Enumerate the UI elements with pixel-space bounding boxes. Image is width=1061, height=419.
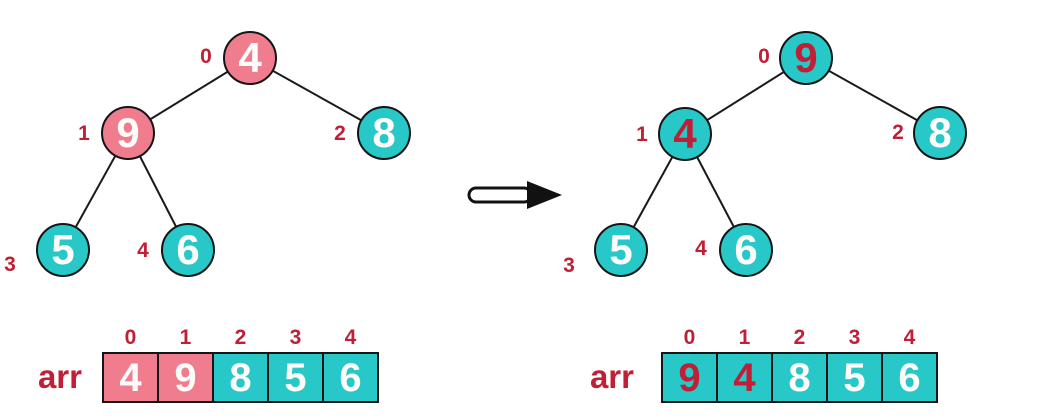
tree-node-value: 6: [734, 226, 758, 273]
array-cell-value: 9: [174, 355, 197, 400]
node-index-label: 4: [137, 239, 149, 262]
array-before: 4 9 8 5 6: [102, 352, 379, 403]
node-index-label: 3: [563, 254, 575, 277]
tree-node-value: 4: [238, 34, 262, 81]
array-index-label: 3: [848, 326, 861, 349]
node-index-label: 2: [334, 122, 346, 145]
array-index-label: 4: [344, 326, 357, 349]
tree-node: 5: [36, 223, 90, 277]
array-cell-value: 8: [229, 355, 252, 400]
tree-node: 6: [719, 223, 773, 277]
array-cell: 5: [826, 354, 881, 401]
array-index-label: 4: [903, 326, 916, 349]
array-cell-value: 5: [284, 355, 307, 400]
tree-node: 5: [594, 223, 648, 277]
node-index-label: 0: [200, 45, 212, 68]
tree-node-value: 6: [176, 226, 200, 273]
array-index-label: 2: [793, 326, 806, 349]
array-index-label: 0: [683, 326, 696, 349]
array-cell-value: 6: [339, 355, 362, 400]
array-cell: 4: [104, 354, 157, 401]
tree-node: 4: [658, 107, 712, 161]
tree-node-value: 5: [609, 226, 633, 273]
array-cell-value: 5: [843, 355, 866, 400]
array-cell: 6: [881, 354, 936, 401]
array-cell-value: 4: [733, 355, 756, 400]
tree-node: 8: [913, 106, 967, 160]
array-cell-value: 6: [898, 355, 921, 400]
array-after: 9 4 8 5 6: [661, 352, 938, 403]
array-index-label: 1: [179, 326, 192, 349]
node-index-label: 0: [758, 45, 770, 68]
tree-node: 9: [101, 106, 155, 160]
tree-node-value: 9: [116, 109, 140, 156]
array-cell: 8: [771, 354, 826, 401]
array-index-label: 1: [738, 326, 751, 349]
node-index-label: 4: [695, 237, 707, 260]
array-index-label: 3: [289, 326, 302, 349]
array-index-label: 2: [234, 326, 247, 349]
tree-node-value: 5: [51, 226, 75, 273]
right-arrow-icon: [467, 181, 562, 209]
array-cell: 5: [267, 354, 322, 401]
array-name-label: arr: [37, 358, 82, 395]
array-name-label: arr: [589, 358, 634, 395]
tree-node-value: 9: [794, 34, 818, 81]
node-index-label: 1: [78, 122, 90, 145]
node-index-label: 3: [4, 253, 16, 276]
array-cell: 9: [157, 354, 212, 401]
array-cell: 8: [212, 354, 267, 401]
tree-node-value: 8: [928, 109, 952, 156]
tree-node: 9: [779, 31, 833, 85]
tree-node: 4: [223, 31, 277, 85]
node-index-label: 2: [892, 121, 904, 144]
tree-node-value: 4: [673, 110, 697, 157]
array-cell-value: 4: [119, 355, 142, 400]
array-index-label: 0: [124, 326, 137, 349]
array-index-row: 0 1 2 3 4: [103, 327, 378, 349]
tree-node: 8: [357, 106, 411, 160]
array-cell-value: 8: [788, 355, 811, 400]
array-index-row: 0 1 2 3 4: [662, 327, 937, 349]
tree-node: 6: [161, 223, 215, 277]
array-cell-value: 9: [678, 355, 701, 400]
node-index-label: 1: [636, 123, 648, 146]
array-cell: 9: [663, 354, 716, 401]
array-cell: 6: [322, 354, 377, 401]
tree-node-value: 8: [372, 109, 396, 156]
array-cell: 4: [716, 354, 771, 401]
